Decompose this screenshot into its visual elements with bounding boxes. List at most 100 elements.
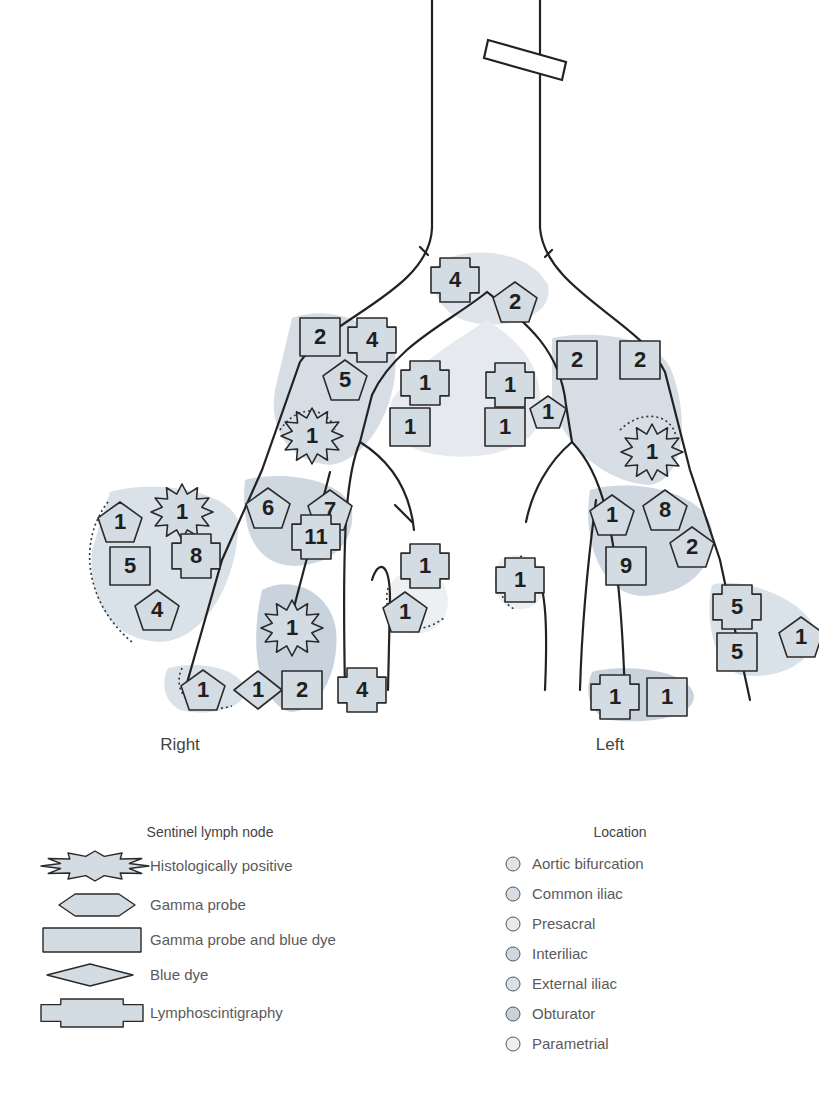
node-shape bbox=[390, 408, 430, 446]
symbol-sample bbox=[41, 999, 143, 1027]
sentinel-node: 8 bbox=[642, 489, 688, 531]
node-count: 5 bbox=[731, 640, 743, 664]
node-shape bbox=[401, 361, 449, 405]
node-shape bbox=[486, 363, 534, 407]
symbol-sample bbox=[41, 851, 149, 881]
node-count: 5 bbox=[731, 595, 743, 619]
sentinel-node: 1 bbox=[400, 360, 450, 406]
sentinel-node: 2 bbox=[556, 340, 598, 380]
sentinel-node: 2 bbox=[669, 526, 715, 568]
sentinel-node: 1 bbox=[389, 407, 431, 447]
node-count: 1 bbox=[404, 415, 416, 439]
node-shape bbox=[620, 341, 660, 379]
aorta-wall bbox=[539, 0, 541, 228]
symbol-swatch bbox=[58, 893, 136, 917]
node-shape bbox=[621, 424, 683, 480]
node-shape bbox=[779, 617, 819, 657]
node-shape bbox=[281, 408, 343, 464]
node-count: 1 bbox=[419, 371, 431, 395]
side-label: Left bbox=[596, 735, 624, 755]
node-count: 4 bbox=[449, 268, 461, 292]
symbol-swatch bbox=[40, 998, 144, 1028]
node-count: 1 bbox=[286, 616, 298, 640]
node-shape bbox=[606, 547, 646, 585]
node-count: 1 bbox=[252, 678, 264, 702]
node-shape bbox=[643, 490, 687, 530]
sentinel-node: 1 bbox=[180, 669, 226, 711]
node-count: 4 bbox=[356, 678, 368, 702]
node-count: 1 bbox=[176, 500, 188, 524]
legend-text: Common iliac bbox=[532, 884, 623, 904]
node-count: 11 bbox=[304, 525, 327, 549]
sentinel-node: 4 bbox=[134, 589, 180, 631]
node-shape bbox=[261, 600, 323, 656]
location-region bbox=[244, 476, 352, 566]
node-count: 1 bbox=[306, 424, 318, 448]
node-shape bbox=[300, 318, 340, 356]
legend-text: Lymphoscintigraphy bbox=[150, 1003, 283, 1023]
node-shape bbox=[292, 515, 340, 559]
sentinel-node: 8 bbox=[171, 533, 221, 579]
sentinel-node: 1 bbox=[529, 395, 567, 429]
legend-text: External iliac bbox=[532, 974, 617, 994]
node-count: 6 bbox=[262, 496, 274, 520]
symbol-sample bbox=[47, 964, 133, 986]
node-shape bbox=[530, 396, 566, 428]
symbol-sample bbox=[43, 928, 141, 952]
location-region bbox=[588, 668, 694, 721]
sentinel-node: 4 bbox=[430, 257, 480, 303]
node-shape bbox=[98, 502, 142, 542]
location-swatch bbox=[505, 946, 521, 962]
small-vessel bbox=[545, 250, 552, 257]
node-count: 8 bbox=[190, 544, 202, 568]
color-swatch bbox=[506, 1037, 520, 1051]
right-iliac-outer bbox=[185, 228, 432, 690]
symbol-swatch bbox=[42, 927, 142, 953]
node-count: 9 bbox=[620, 554, 632, 578]
color-swatch bbox=[506, 917, 520, 931]
node-count: 1 bbox=[542, 400, 554, 424]
left-branch bbox=[580, 500, 596, 690]
sentinel-node: 2 bbox=[299, 317, 341, 357]
legend-text: Gamma probe bbox=[150, 895, 246, 915]
node-count: 1 bbox=[661, 685, 673, 709]
location-swatch bbox=[505, 856, 521, 872]
node-count: 2 bbox=[296, 678, 308, 702]
node-count: 1 bbox=[399, 600, 411, 624]
location-region bbox=[164, 665, 246, 713]
sentinel-node: 5 bbox=[322, 359, 368, 401]
left-iliac-outer bbox=[540, 228, 750, 700]
legend-text: Obturator bbox=[532, 1004, 595, 1024]
node-count: 8 bbox=[659, 498, 671, 522]
iliac-crotch bbox=[372, 292, 566, 405]
node-shape bbox=[647, 678, 687, 716]
location-region bbox=[274, 313, 396, 465]
node-count: 4 bbox=[366, 328, 378, 352]
node-count: 2 bbox=[686, 535, 698, 559]
location-region bbox=[588, 486, 712, 596]
node-shape bbox=[172, 534, 220, 578]
node-shape bbox=[282, 671, 322, 709]
legend-text: Presacral bbox=[532, 914, 595, 934]
node-shape bbox=[670, 527, 714, 567]
color-swatch bbox=[506, 947, 520, 961]
sentinel-node: 1 bbox=[150, 483, 214, 541]
node-shape bbox=[338, 668, 386, 712]
symbol-swatch bbox=[40, 850, 150, 882]
node-shape bbox=[383, 592, 427, 632]
location-swatch bbox=[505, 1006, 521, 1022]
right-internal-iliac bbox=[344, 395, 372, 690]
node-shape bbox=[234, 671, 282, 709]
symbol-swatch bbox=[46, 963, 134, 987]
sentinel-node: 1 bbox=[97, 501, 143, 543]
legend-heading: Location bbox=[594, 824, 647, 840]
sentinel-node: 11 bbox=[291, 514, 341, 560]
right-internal-iliac-branch bbox=[360, 442, 414, 530]
sentinel-node: 1 bbox=[590, 674, 640, 720]
sentinel-node: 1 bbox=[485, 362, 535, 408]
node-count: 1 bbox=[514, 568, 526, 592]
side-label: Right bbox=[160, 735, 200, 755]
location-swatch bbox=[505, 916, 521, 932]
